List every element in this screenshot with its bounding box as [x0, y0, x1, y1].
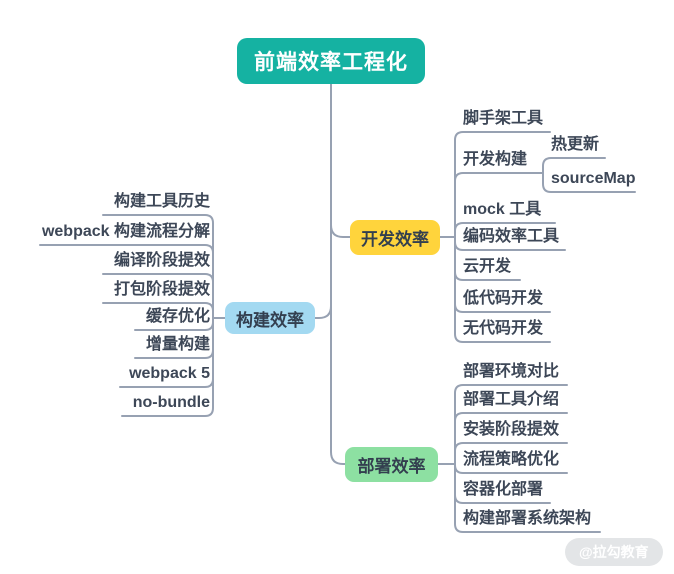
leaf-sourcemap[interactable]: sourceMap: [551, 170, 636, 187]
connector-build-c3: [102, 273, 214, 319]
leaf-deploy-env-compare[interactable]: 部署环境对比: [463, 363, 560, 380]
leaf-cloud-dev[interactable]: 云开发: [463, 258, 512, 275]
connector-dev-c7: [454, 236, 551, 343]
connector-build-c2: [39, 244, 214, 319]
leaf-deploy-tools-intro[interactable]: 部署工具介绍: [463, 391, 560, 408]
leaf-dev-build[interactable]: 开发构建: [463, 151, 528, 168]
watermark-badge: @拉勾教育: [565, 538, 663, 566]
connector-build-c1: [102, 214, 214, 319]
connector-root-deploy: [330, 83, 346, 465]
leaf-cache-optimization[interactable]: 缓存优化: [145, 308, 210, 325]
connector-root-dev: [330, 83, 351, 238]
connector-dev-c2: [454, 172, 541, 238]
leaf-compile-stage[interactable]: 编译阶段提效: [113, 252, 210, 269]
root-topic[interactable]: 前端效率工程化: [237, 38, 425, 84]
leaf-hot-reload[interactable]: 热更新: [551, 136, 600, 153]
connector-deploy-c1: [454, 384, 568, 465]
connector-deploy-c6: [454, 463, 601, 533]
leaf-scaffold-tools[interactable]: 脚手架工具: [463, 110, 544, 127]
leaf-build-tools-history[interactable]: 构建工具历史: [113, 193, 210, 210]
connector-build-c4: [102, 302, 214, 319]
leaf-install-stage[interactable]: 安装阶段提效: [463, 421, 560, 438]
connector-dev-c3: [454, 222, 556, 238]
branch-topic-dev[interactable]: 开发效率: [350, 220, 440, 255]
connector-dev-c2b: [539, 172, 636, 193]
connector-build-c8: [121, 317, 214, 417]
leaf-process-strategy[interactable]: 流程策略优化: [463, 451, 560, 468]
leaf-bundle-stage[interactable]: 打包阶段提效: [113, 281, 210, 298]
leaf-build-deploy-arch[interactable]: 构建部署系统架构: [463, 510, 592, 527]
branch-topic-deploy[interactable]: 部署效率: [345, 447, 438, 482]
connector-deploy-c3: [454, 442, 568, 465]
branch-topic-build[interactable]: 构建效率: [225, 302, 315, 334]
connector-deploy-c2: [454, 412, 568, 465]
leaf-nocode-dev[interactable]: 无代码开发: [463, 320, 544, 337]
leaf-containerized-deploy[interactable]: 容器化部署: [463, 481, 544, 498]
connector-root-build: [314, 83, 332, 319]
leaf-no-bundle[interactable]: no-bundle: [132, 394, 210, 411]
leaf-webpack-build-process[interactable]: webpack 构建流程分解: [41, 223, 210, 240]
leaf-coding-efficiency-tools[interactable]: 编码效率工具: [463, 228, 560, 245]
leaf-webpack5[interactable]: webpack 5: [129, 365, 210, 382]
connector-dev-c2a: [539, 157, 606, 174]
leaf-incremental-build[interactable]: 增量构建: [145, 336, 210, 353]
leaf-lowcode-dev[interactable]: 低代码开发: [463, 290, 544, 307]
connector-dev-c1: [454, 131, 551, 238]
leaf-mock-tools[interactable]: mock 工具: [463, 201, 542, 218]
